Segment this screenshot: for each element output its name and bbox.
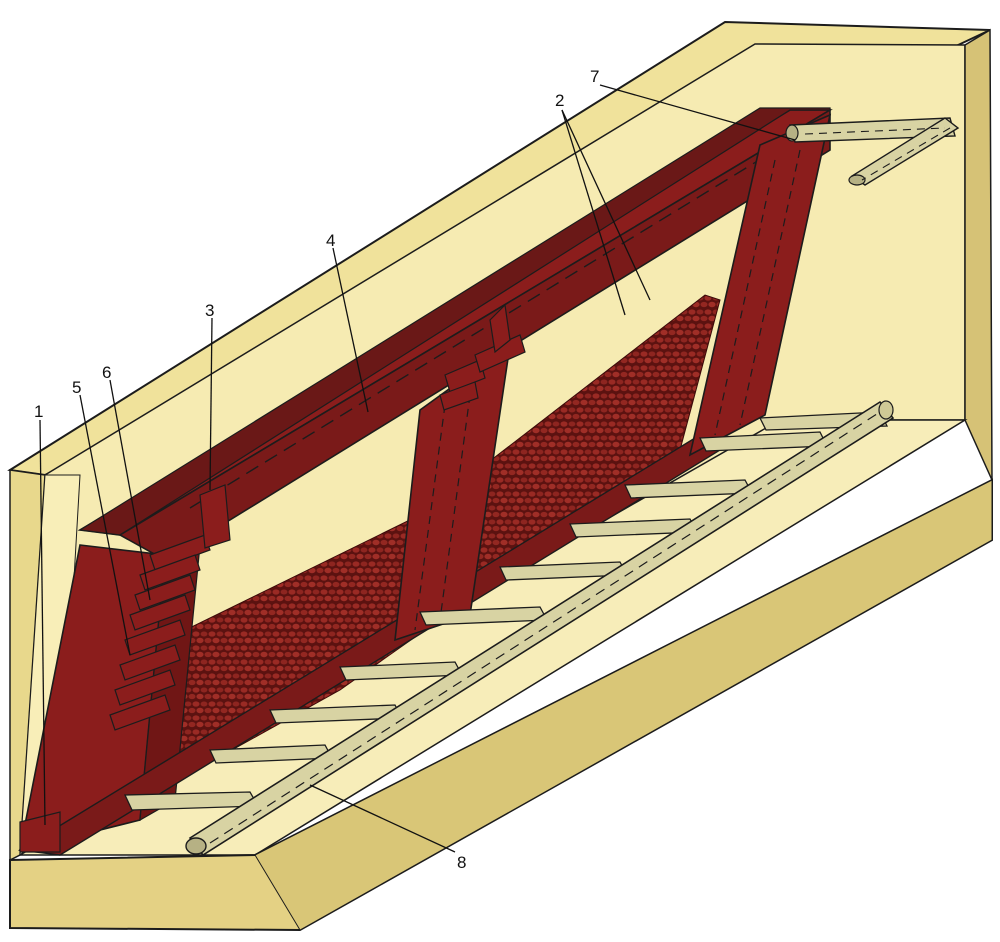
leader-2b <box>561 109 651 301</box>
callout-1: 1 <box>34 402 43 421</box>
callout-4: 4 <box>326 231 335 250</box>
left-joint <box>109 484 231 731</box>
leader-4 <box>332 247 369 413</box>
leader-6 <box>109 379 151 601</box>
callout-5: 5 <box>72 378 81 397</box>
callout-6: 6 <box>102 363 111 382</box>
leader-5 <box>79 394 131 656</box>
pit-front-side <box>254 479 993 931</box>
callout-3: 3 <box>205 301 214 320</box>
callout-8: 8 <box>457 853 466 872</box>
pit-right-wall <box>964 28 993 481</box>
drain-pipe-upper <box>785 117 960 186</box>
leader-2a <box>561 109 626 316</box>
corner-cap <box>19 811 61 853</box>
top-beam-side <box>118 108 831 561</box>
leader-7 <box>599 84 796 141</box>
leader-8 <box>309 784 456 853</box>
middle-joint <box>439 303 526 411</box>
leader-3 <box>209 317 213 491</box>
callout-2: 2 <box>555 91 564 110</box>
right-leg-rebar <box>714 149 801 436</box>
leader-1 <box>39 419 46 826</box>
middle-post-rebar <box>414 394 471 631</box>
main-collector-pipe <box>185 400 895 857</box>
callout-7: 7 <box>590 67 599 86</box>
